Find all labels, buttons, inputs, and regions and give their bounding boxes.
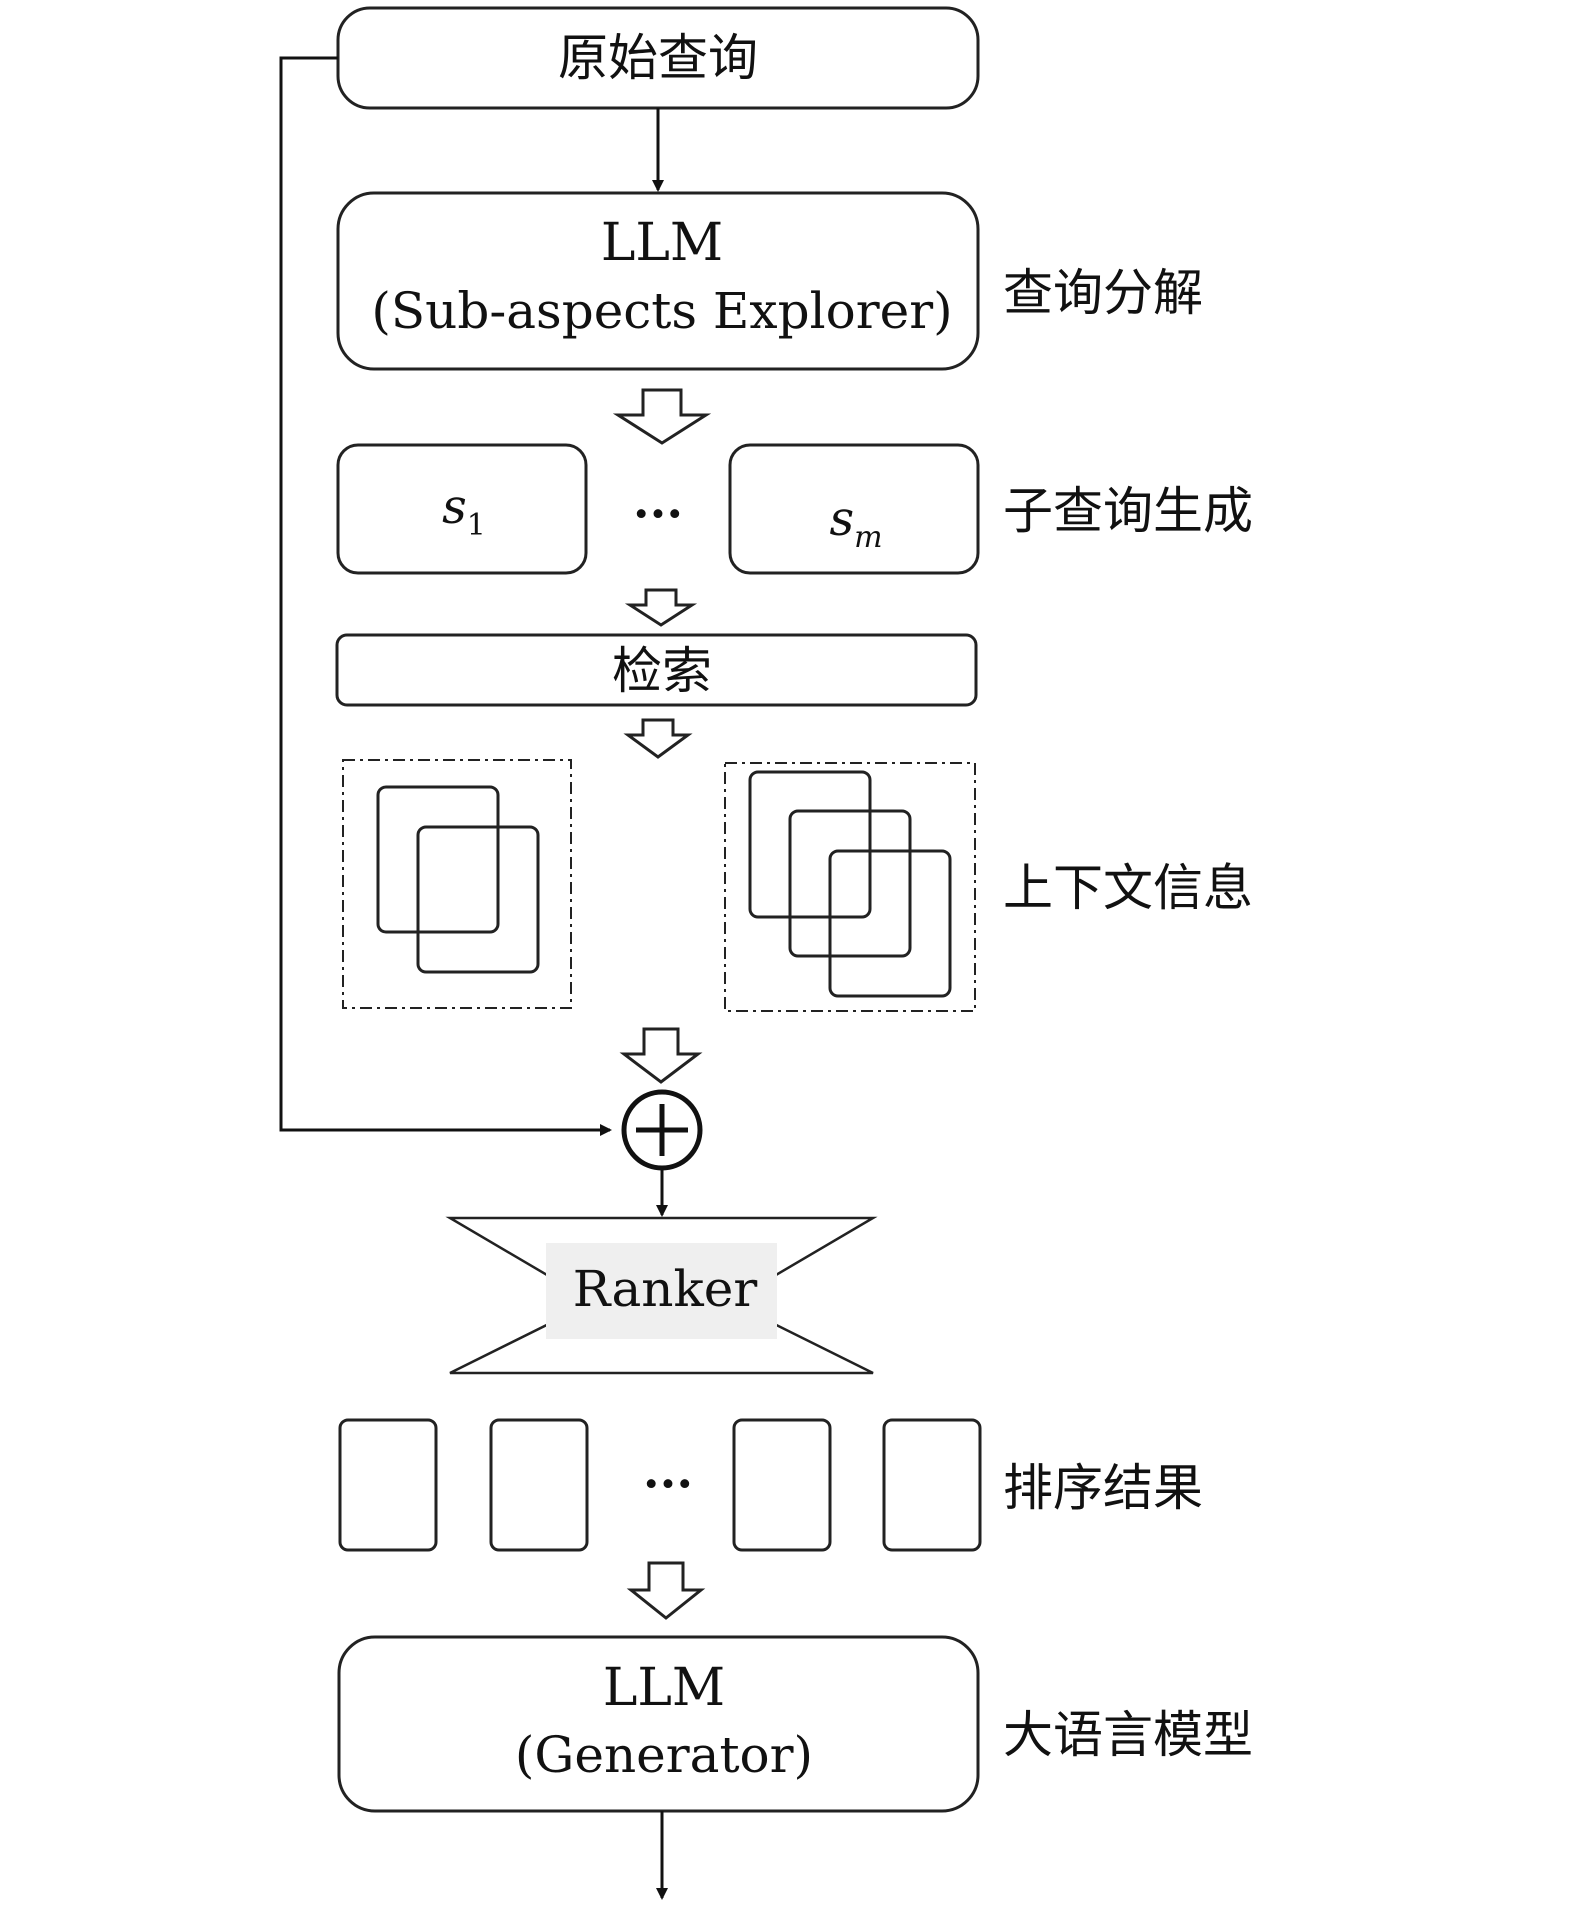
svg-text:sm: sm — [829, 491, 882, 555]
decomposer-subtitle: (Sub-aspects Explorer) — [371, 282, 952, 340]
original-query-label: 原始查询 — [558, 29, 758, 87]
hollow-arrow-5 — [626, 1561, 706, 1620]
hollow-arrow-4 — [619, 1027, 703, 1084]
stage-label-decomposition: 查询分解 — [1003, 264, 1203, 322]
retrieval-label: 检索 — [612, 642, 712, 700]
ranker-node: Ranker — [445, 1216, 878, 1375]
ranking-results: ··· — [338, 1418, 982, 1552]
subquery-first-subscript: 1 — [467, 508, 486, 543]
combine-operator — [621, 1089, 703, 1171]
generator-node: LLM (Generator) — [337, 1635, 980, 1813]
subquery-ellipsis: ··· — [633, 486, 683, 542]
hollow-arrow-3 — [623, 718, 693, 759]
subquery-last-symbol: s — [829, 491, 854, 547]
subquery-first-symbol: s — [442, 479, 467, 535]
ranked-doc — [882, 1418, 982, 1552]
ranked-doc — [338, 1418, 438, 1552]
generator-title: LLM — [603, 1658, 725, 1718]
results-ellipsis: ··· — [643, 1456, 693, 1512]
ranked-doc — [489, 1418, 589, 1552]
subquery-last-subscript: m — [854, 520, 882, 555]
original-query-node: 原始查询 — [336, 6, 980, 110]
decomposer-node: LLM (Sub-aspects Explorer) — [336, 191, 980, 371]
stage-label-context: 上下文信息 — [1003, 859, 1253, 917]
context-group-1 — [342, 759, 572, 1009]
subquery-first-node: s1 — [336, 443, 588, 575]
hollow-arrow-2 — [624, 588, 698, 627]
generator-subtitle: (Generator) — [515, 1726, 813, 1784]
svg-text:s1: s1 — [442, 479, 486, 543]
skip-connection-line — [279, 56, 612, 1136]
context-group-2 — [724, 762, 976, 1012]
stage-label-subquery-generation: 子查询生成 — [1003, 482, 1253, 540]
stage-label-ranking-results: 排序结果 — [1003, 1459, 1203, 1517]
decomposer-title: LLM — [601, 213, 723, 273]
retrieval-node: 检索 — [335, 633, 978, 707]
ranked-doc — [732, 1418, 832, 1552]
stage-label-llm: 大语言模型 — [1003, 1706, 1253, 1764]
hollow-arrow-1 — [612, 388, 712, 445]
subquery-last-node: sm — [728, 443, 980, 575]
ranker-label: Ranker — [573, 1260, 758, 1318]
